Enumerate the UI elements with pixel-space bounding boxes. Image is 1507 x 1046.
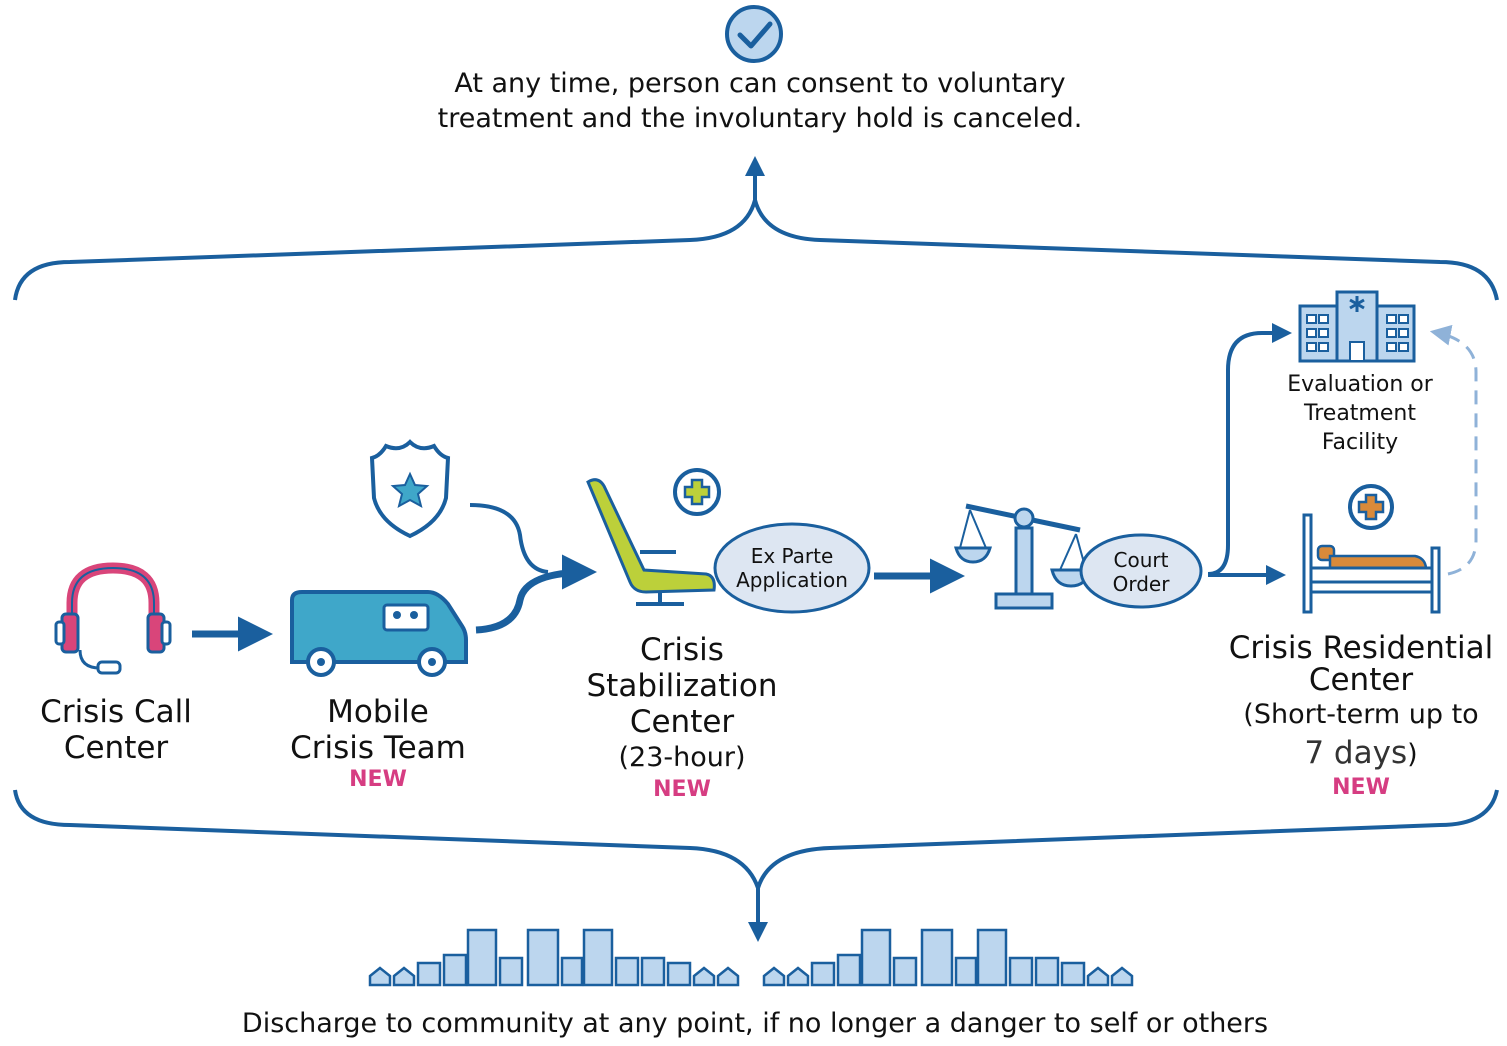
call-center-line2: Center	[63, 730, 169, 766]
bottom-brace	[13, 789, 1499, 942]
mobile-team-new-badge: NEW	[349, 767, 407, 792]
evaluation-line3: Facility	[1321, 430, 1399, 455]
residential-line3: (Short-term up to	[1243, 699, 1479, 730]
top-brace	[13, 156, 1499, 301]
stabilization-line3: Center	[629, 704, 735, 740]
mobile-team-line2: Crisis Team	[290, 730, 466, 766]
stabilization-line2: Stabilization	[586, 668, 778, 704]
arrow-mobile-to-stabilization	[475, 554, 597, 634]
hospital-icon	[1298, 290, 1416, 363]
stabilization-line4: (23-hour)	[618, 742, 746, 773]
top-note-line2: treatment and the involuntary hold is ca…	[437, 103, 1083, 134]
community-skyline-icon	[368, 928, 1134, 987]
top-note: At any time, person can consent to volun…	[360, 66, 1160, 136]
mobile-team-line1: Mobile	[327, 694, 429, 730]
residential-days: 7 days	[1304, 735, 1408, 771]
evaluation-line1: Evaluation or	[1287, 372, 1433, 397]
court-order-oval	[1079, 533, 1203, 609]
evaluation-line2: Treatment	[1304, 401, 1416, 426]
medical-plus-icon	[673, 468, 721, 516]
ex-parte-oval	[713, 522, 871, 614]
chair-icon	[586, 478, 716, 606]
check-circle-icon	[725, 5, 783, 63]
court-order-line1: Court	[1113, 548, 1169, 572]
headset-icon	[54, 562, 172, 675]
bed-plus-icon	[1348, 484, 1394, 530]
node-crisis-call-center: Crisis Call Center	[16, 694, 216, 766]
bed-icon	[1302, 513, 1441, 614]
node-crisis-stabilization-center: Crisis Stabilization Center (23-hour) NE…	[562, 632, 802, 804]
police-badge-icon	[369, 439, 451, 539]
arrow-police-to-stabilization	[469, 503, 549, 574]
residential-close-paren: )	[1407, 739, 1418, 770]
node-crisis-residential-center: Crisis Residential Center (Short-term up…	[1216, 632, 1506, 802]
arrow-court-to-evaluation	[1207, 323, 1292, 576]
court-order-label: Court Order	[1081, 548, 1201, 596]
scales-icon	[954, 503, 1092, 610]
ex-parte-line2: Application	[736, 568, 848, 592]
call-center-line1: Crisis Call	[40, 694, 192, 730]
court-order-line2: Order	[1112, 572, 1170, 596]
top-note-line1: At any time, person can consent to volun…	[454, 68, 1066, 99]
residential-line2: Center	[1308, 662, 1414, 698]
stabilization-new-badge: NEW	[653, 777, 711, 802]
ex-parte-line1: Ex Parte	[750, 544, 834, 568]
van-icon	[290, 590, 468, 677]
residential-line4: 7 days)	[1216, 734, 1506, 774]
stabilization-line1: Crisis	[640, 632, 724, 668]
residential-new-badge: NEW	[1332, 775, 1390, 800]
node-evaluation-facility: Evaluation or Treatment Facility	[1250, 370, 1470, 457]
residential-line1: Crisis Residential	[1228, 630, 1494, 666]
ex-parte-label: Ex Parte Application	[715, 544, 869, 592]
bottom-note: Discharge to community at any point, if …	[241, 1008, 1269, 1039]
arrow-residential-to-evaluation	[1429, 324, 1478, 576]
node-mobile-crisis-team: Mobile Crisis Team NEW	[268, 694, 488, 794]
